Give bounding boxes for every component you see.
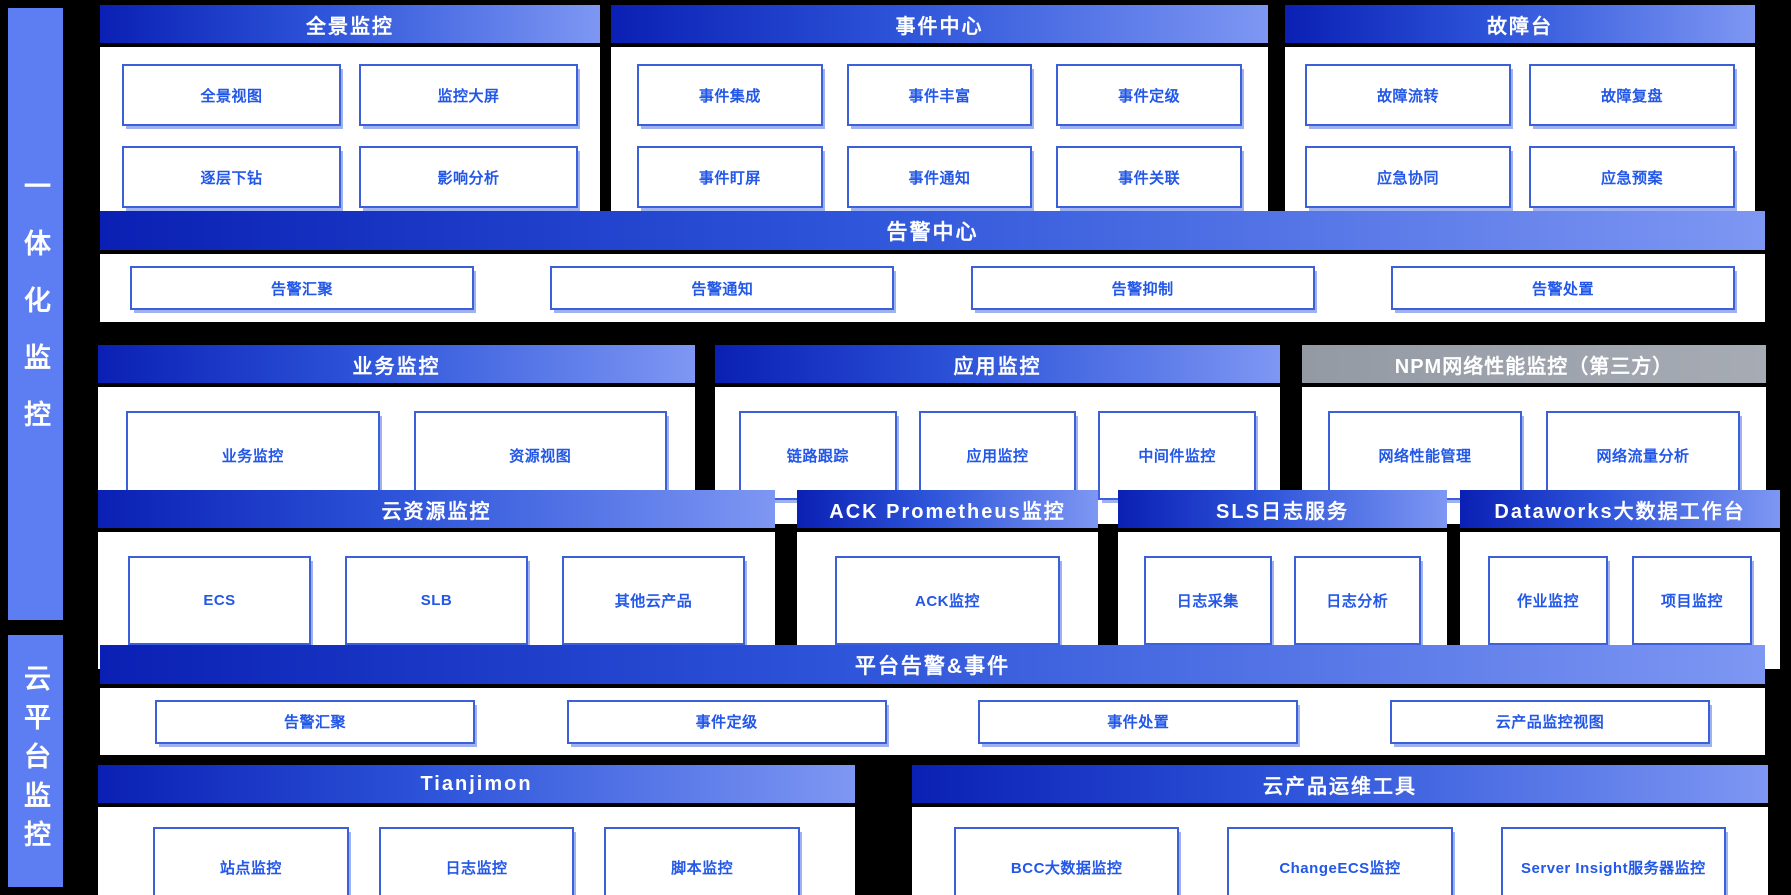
panel-sls-header: SLS日志服务 (1118, 490, 1447, 528)
box-drill-down: 逐层下钻 (122, 146, 341, 208)
panel-platform-alert-body: 告警汇聚 事件定级 事件处置 云产品监控视图 (100, 688, 1765, 755)
panel-event-center-header: 事件中心 (611, 5, 1268, 43)
sidebar-integrated-monitoring: 一体化监控 (8, 8, 63, 620)
box-platform-alert-aggregation: 告警汇聚 (155, 699, 475, 744)
panel-tianjimon-header: Tianjimon (98, 765, 855, 803)
panel-alert-center: 告警中心 告警汇聚 告警通知 告警抑制 告警处置 (100, 211, 1765, 322)
sidebar-cloud-platform-label: 云平台监控 (20, 663, 50, 859)
box-trace-tracking: 链路跟踪 (739, 411, 897, 500)
panel-alert-center-body: 告警汇聚 告警通知 告警抑制 告警处置 (100, 254, 1765, 322)
box-emergency-collaboration: 应急协同 (1305, 146, 1511, 208)
panel-platform-alert-header: 平台告警&事件 (100, 645, 1765, 684)
panel-event-center-body: 事件集成 事件丰富 事件定级 事件盯屏 事件通知 事件关联 (611, 47, 1268, 225)
box-ack-monitoring: ACK监控 (835, 556, 1060, 645)
box-other-cloud-products: 其他云产品 (562, 556, 745, 645)
panel-cloud-product-ops-tools: 云产品运维工具 BCC大数据监控 ChangeECS监控 Server Insi… (912, 765, 1768, 895)
box-alert-aggregation: 告警汇聚 (130, 266, 474, 310)
box-resource-view: 资源视图 (413, 411, 667, 500)
panel-business-monitoring-header: 业务监控 (98, 345, 695, 383)
box-business-monitoring: 业务监控 (126, 411, 380, 500)
panel-fault-desk: 故障台 故障流转 故障复盘 应急协同 应急预案 (1285, 5, 1755, 225)
box-fault-flow: 故障流转 (1305, 64, 1511, 126)
box-job-monitoring: 作业监控 (1488, 556, 1608, 645)
box-network-performance-management: 网络性能管理 (1328, 411, 1522, 500)
box-impact-analysis: 影响分析 (359, 146, 578, 208)
box-event-integration: 事件集成 (637, 64, 823, 126)
panel-ack-header: ACK Prometheus监控 (797, 490, 1098, 528)
box-cloud-product-monitor-view: 云产品监控视图 (1389, 699, 1710, 744)
panel-fault-desk-header: 故障台 (1285, 5, 1755, 43)
box-middleware-monitoring: 中间件监控 (1098, 411, 1256, 500)
box-emergency-plan: 应急预案 (1529, 146, 1735, 208)
panel-panoramic-header: 全景监控 (100, 5, 600, 43)
panel-cloud-ops-body: BCC大数据监控 ChangeECS监控 Server Insight服务器监控 (912, 807, 1768, 895)
box-site-monitoring: 站点监控 (153, 827, 349, 895)
sidebar-integrated-label: 一体化监控 (20, 171, 50, 457)
panel-tianjimon-body: 站点监控 日志监控 脚本监控 (98, 807, 855, 895)
panel-cloud-ops-header: 云产品运维工具 (912, 765, 1768, 803)
box-alert-handling: 告警处置 (1390, 266, 1735, 310)
box-ecs: ECS (128, 556, 311, 645)
panel-dataworks-bigdata: Dataworks大数据工作台 作业监控 项目监控 (1460, 490, 1780, 669)
box-log-collection: 日志采集 (1144, 556, 1272, 645)
box-event-watch: 事件盯屏 (637, 146, 823, 208)
box-project-monitoring: 项目监控 (1632, 556, 1752, 645)
box-platform-event-handling: 事件处置 (978, 699, 1299, 744)
box-script-monitoring: 脚本监控 (604, 827, 800, 895)
panel-npm-header: NPM网络性能监控（第三方） (1302, 345, 1766, 383)
panel-panoramic-monitoring: 全景监控 全景视图 监控大屏 逐层下钻 影响分析 (100, 5, 600, 225)
panel-fault-desk-body: 故障流转 故障复盘 应急协同 应急预案 (1285, 47, 1755, 225)
box-server-insight-monitoring: Server Insight服务器监控 (1500, 827, 1726, 895)
box-network-traffic-analysis: 网络流量分析 (1546, 411, 1740, 500)
panel-alert-center-header: 告警中心 (100, 211, 1765, 250)
box-changeecs-monitoring: ChangeECS监控 (1227, 827, 1453, 895)
box-log-analysis: 日志分析 (1293, 556, 1421, 645)
box-fault-review: 故障复盘 (1529, 64, 1735, 126)
panel-ack-prometheus-monitoring: ACK Prometheus监控 ACK监控 (797, 490, 1098, 669)
box-app-monitoring: 应用监控 (918, 411, 1077, 500)
panel-cloud-resource-header: 云资源监控 (98, 490, 775, 528)
box-monitor-big-screen: 监控大屏 (359, 64, 578, 126)
panel-sls-log-service: SLS日志服务 日志采集 日志分析 (1118, 490, 1447, 669)
box-slb: SLB (345, 556, 528, 645)
sidebar-cloud-platform-monitoring: 云平台监控 (8, 635, 63, 887)
box-event-grading: 事件定级 (1056, 64, 1242, 126)
panel-tianjimon: Tianjimon 站点监控 日志监控 脚本监控 (98, 765, 855, 895)
box-event-correlation: 事件关联 (1056, 146, 1242, 208)
box-platform-event-grading: 事件定级 (566, 699, 887, 744)
panel-event-center: 事件中心 事件集成 事件丰富 事件定级 事件盯屏 事件通知 事件关联 (611, 5, 1268, 225)
box-event-notification: 事件通知 (846, 146, 1033, 208)
panel-application-monitoring-header: 应用监控 (715, 345, 1280, 383)
box-log-monitoring: 日志监控 (378, 827, 575, 895)
panel-panoramic-body: 全景视图 监控大屏 逐层下钻 影响分析 (100, 47, 600, 225)
panel-cloud-resource-monitoring: 云资源监控 ECS SLB 其他云产品 (98, 490, 775, 669)
panel-platform-alert-event: 平台告警&事件 告警汇聚 事件定级 事件处置 云产品监控视图 (100, 645, 1765, 755)
box-bcc-bigdata-monitoring: BCC大数据监控 (954, 827, 1180, 895)
panel-dataworks-header: Dataworks大数据工作台 (1460, 490, 1780, 528)
box-alert-notification: 告警通知 (550, 266, 895, 310)
box-panoramic-view: 全景视图 (122, 64, 341, 126)
box-alert-suppression: 告警抑制 (970, 266, 1315, 310)
box-event-enrichment: 事件丰富 (846, 64, 1033, 126)
